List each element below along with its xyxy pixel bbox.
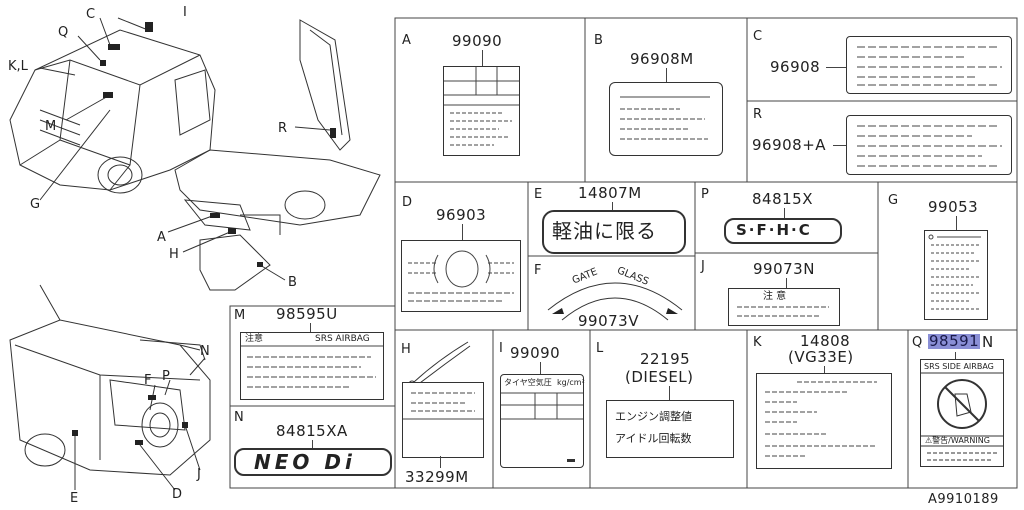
label-g [924,230,988,320]
callout-c: C [86,7,96,22]
part-number-f: 99073V [578,312,639,330]
label-h [402,382,484,458]
cell-letter-a: A [402,33,411,48]
callout-q: Q [58,25,69,40]
part-number-g: 99053 [928,198,979,216]
part-number-e: 14807M [578,184,642,202]
pressure-unit: kg/cm² [557,378,585,387]
airbag-header: SRS AIRBAG [315,334,370,344]
part-number-b: 96908M [630,50,694,68]
warning-text: ⚠警告/WARNING [925,436,990,445]
cell-letter-l: L [596,341,604,356]
label-m: 注意 SRS AIRBAG [240,332,384,400]
callout-m: M [45,119,57,134]
cell-letter-b: B [594,33,603,48]
part-number-k: 14808 [800,332,851,350]
part-number-i: 99090 [510,344,561,362]
label-j: 注 意 [728,288,840,326]
part-suffix-q: N [982,333,994,351]
vg33e-text: (VG33E) [788,348,854,366]
part-number-d: 96903 [436,206,487,224]
label-k [756,373,892,469]
cell-letter-c: C [753,29,763,44]
cell-letter-h: H [401,342,411,357]
part-number-q[interactable]: 98591 [928,332,981,350]
cell-letter-d: D [402,195,413,210]
badge-neodi: NEO Di [234,448,392,476]
gate-glass-arc [547,282,683,321]
callout-d: D [172,487,183,502]
caution-text: 注 意 [763,291,787,302]
part-number-n: 84815XA [276,422,348,440]
cell-letter-j: J [701,259,705,274]
callout-e: E [70,491,79,506]
part-number-c: 96908 [770,58,821,76]
diagram-id: A9910189 [928,492,999,507]
fuel-label-text: 軽油に限る [552,219,657,243]
badge-sfhc-text: S·F·H·C [736,221,812,239]
part-number-a: 99090 [452,32,503,50]
callout-b: B [288,275,297,290]
cell-letter-k: K [753,335,762,350]
idle-speed-text: アイドル回転数 [615,432,692,445]
engine-adjust-text: エンジン調整値 [615,410,692,423]
cell-letter-p: P [701,187,709,202]
no-child-seat-icon [921,372,1003,461]
cell-letter-f: F [534,263,542,278]
label-d [401,240,521,312]
cell-letter-q: Q [912,335,923,350]
callout-p: P [162,369,170,384]
vehicle-illustrations [9,17,381,491]
badge-neodi-text: NEO Di [254,450,356,474]
part-number-p: 84815X [752,190,813,208]
badge-sfhc: S·F·H·C [724,218,842,244]
part-number-j: 99073N [753,260,815,278]
diesel-text: (DIESEL) [625,368,694,386]
label-q: SRS SIDE AIRBAG ⚠警告/WARNING [920,359,1004,467]
callout-g: G [30,197,41,212]
part-number-m: 98595U [276,305,338,323]
label-e: 軽油に限る [542,210,686,254]
label-r [846,115,1012,175]
airbag-caution: 注意 [245,334,264,344]
callout-r: R [278,121,288,136]
label-i: タイヤ空気圧 kg/cm² [500,374,585,468]
callout-n: N [200,344,210,359]
side-airbag-header: SRS SIDE AIRBAG [924,362,994,371]
cell-letter-i: I [499,341,503,356]
callout-j: J [197,467,201,482]
cell-letter-m: M [234,308,246,323]
cell-letter-g: G [888,193,899,208]
callout-a: A [157,230,166,245]
callout-f: F [144,373,152,388]
cell-letter-e: E [534,187,543,202]
cell-letter-r: R [753,107,763,122]
label-c [846,36,1012,94]
label-a [443,66,520,156]
part-number-h: 33299M [405,468,469,486]
label-l: エンジン調整値 アイドル回転数 [606,400,734,458]
part-number-r: 96908+A [752,136,827,154]
label-b [609,82,723,156]
callout-kl: K,L [8,59,28,74]
callout-i: I [183,5,187,20]
callout-h: H [169,247,179,262]
tire-pressure-text: タイヤ空気圧 [504,378,552,387]
part-number-l: 22195 [640,350,691,368]
cell-letter-n: N [234,410,244,425]
